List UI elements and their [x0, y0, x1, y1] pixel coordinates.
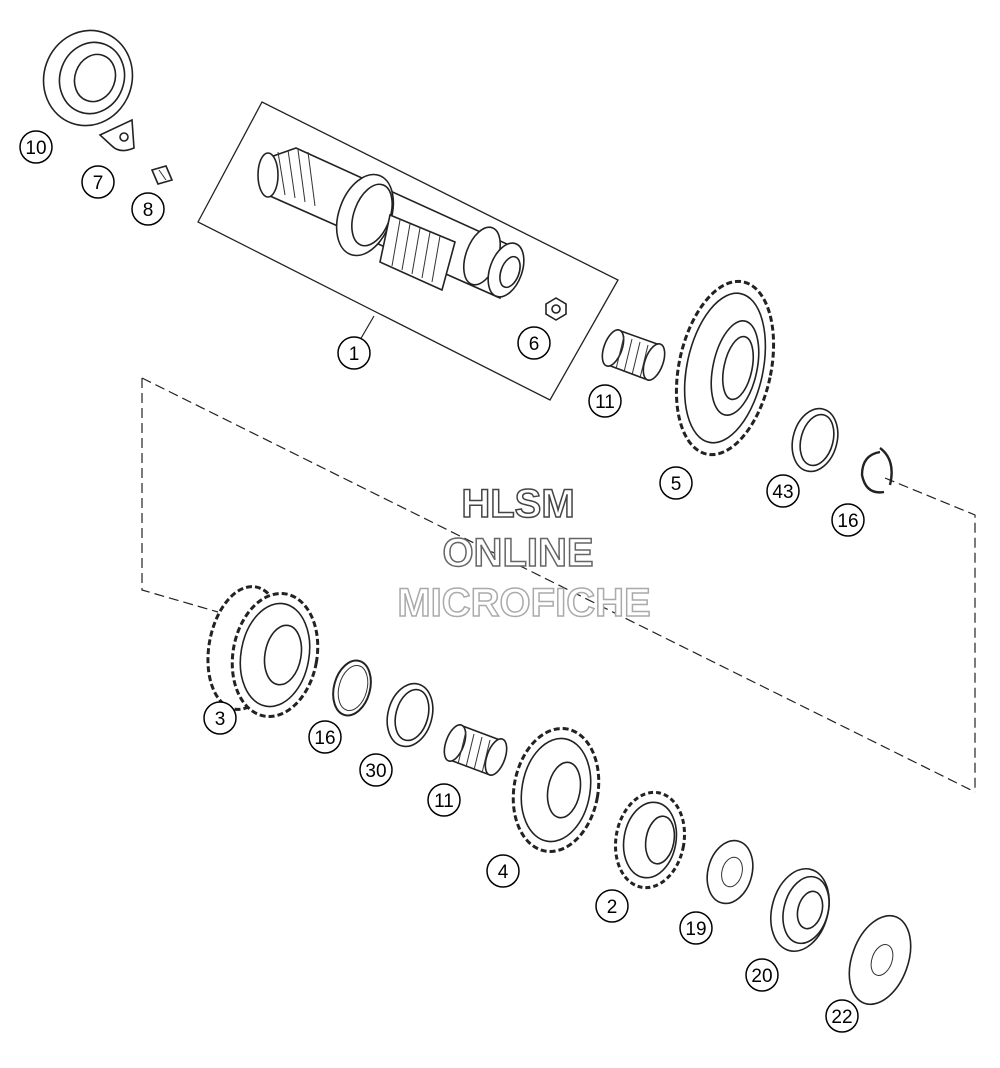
svg-text:16: 16	[837, 511, 858, 532]
callout-10[interactable]: 10	[19, 130, 53, 164]
callout-6[interactable]: 6	[517, 326, 551, 360]
part-11-needle-bearing-upper[interactable]	[598, 327, 669, 383]
svg-text:11: 11	[595, 392, 615, 413]
svg-text:1: 1	[349, 344, 360, 365]
svg-text:6: 6	[529, 334, 540, 355]
svg-text:7: 7	[93, 173, 104, 194]
part-7-lock-plate[interactable]	[98, 118, 135, 152]
callout-16-upper[interactable]: 16	[831, 503, 865, 537]
svg-text:16: 16	[314, 728, 335, 749]
callout-11-lower[interactable]: 11	[427, 783, 461, 817]
callout-16-lower[interactable]: 16	[308, 720, 342, 754]
svg-text:22: 22	[831, 1007, 852, 1028]
callout-43[interactable]: 43	[766, 474, 800, 508]
svg-text:19: 19	[685, 919, 706, 940]
svg-text:2: 2	[607, 897, 618, 918]
watermark-line3: MICROFICHE	[397, 581, 650, 625]
callout-8[interactable]: 8	[131, 192, 165, 226]
svg-text:8: 8	[143, 200, 154, 221]
svg-text:5: 5	[671, 474, 682, 495]
callout-30[interactable]: 30	[359, 753, 393, 787]
callout-22[interactable]: 22	[825, 999, 859, 1033]
part-3-double-gear[interactable]	[199, 581, 327, 724]
watermark: HLSM ONLINE MICROFICHE	[397, 481, 652, 626]
svg-text:20: 20	[751, 966, 772, 987]
callout-20[interactable]: 20	[745, 958, 779, 992]
watermark-line2: ONLINE	[442, 531, 593, 575]
part-30-washer[interactable]	[380, 678, 439, 751]
svg-text:3: 3	[215, 709, 226, 730]
svg-text:4: 4	[498, 862, 509, 883]
part-4-gear[interactable]	[504, 722, 608, 859]
callout-11-upper[interactable]: 11	[588, 384, 622, 418]
part-10-bearing[interactable]	[30, 18, 146, 138]
callout-7[interactable]: 7	[81, 165, 115, 199]
part-20-bearing[interactable]	[762, 862, 838, 958]
svg-text:30: 30	[365, 761, 386, 782]
svg-text:10: 10	[25, 138, 46, 159]
callout-5[interactable]: 5	[659, 466, 693, 500]
callout-2[interactable]: 2	[595, 889, 629, 923]
part-16-circlip-upper[interactable]	[860, 447, 893, 494]
assembly-dashed-line	[141, 377, 976, 793]
callouts: 10 7 8 1 6 11 5 43 16 3 16 30 11 4 2 19 …	[19, 130, 865, 1033]
watermark-line1: HLSM	[461, 482, 574, 526]
part-6-nut[interactable]	[545, 297, 567, 321]
callout-19[interactable]: 19	[679, 911, 713, 945]
callout-1[interactable]: 1	[337, 336, 371, 370]
part-43-washer[interactable]	[785, 403, 844, 476]
part-16-circlip-lower[interactable]	[327, 656, 376, 719]
part-22-shim[interactable]	[838, 907, 922, 1013]
svg-text:43: 43	[772, 482, 793, 503]
part-1-main-shaft-assembly[interactable]	[197, 101, 619, 401]
part-5-gear[interactable]	[662, 272, 789, 463]
callout-3[interactable]: 3	[203, 701, 237, 735]
part-2-gear[interactable]	[608, 787, 692, 893]
part-11-needle-bearing-lower[interactable]	[440, 722, 511, 778]
callout-4[interactable]: 4	[486, 854, 520, 888]
part-19-washer[interactable]	[700, 835, 759, 908]
svg-text:11: 11	[434, 791, 454, 812]
part-8-screw[interactable]	[150, 165, 174, 185]
